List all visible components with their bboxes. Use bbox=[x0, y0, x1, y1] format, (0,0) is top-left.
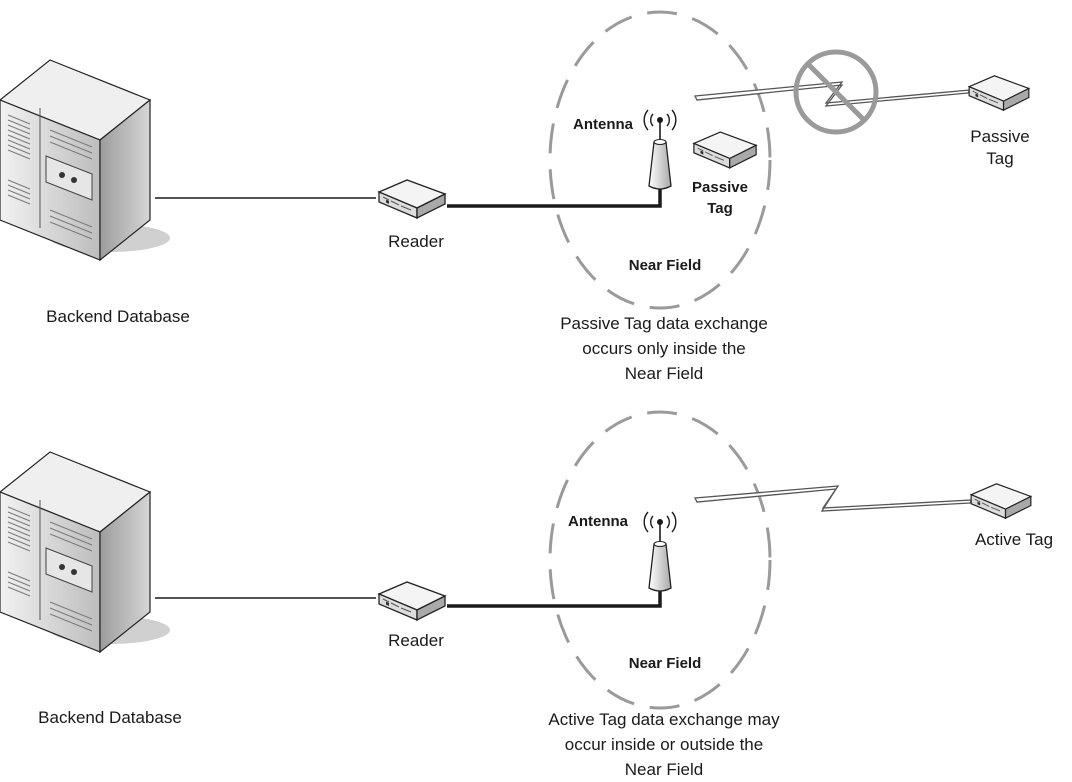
top-outer-passive-tag-icon bbox=[968, 75, 1030, 111]
bottom-database-label: Backend Database bbox=[38, 708, 182, 727]
bottom-signal-bolt-icon bbox=[693, 485, 974, 512]
top-caption-line2: occurs only inside the bbox=[582, 339, 745, 358]
top-database-label: Backend Database bbox=[46, 307, 190, 326]
bottom-caption-line3: Near Field bbox=[625, 760, 703, 779]
top-antenna-label: Antenna bbox=[573, 116, 634, 133]
bottom-antenna-label: Antenna bbox=[568, 513, 629, 530]
bottom-panel: Backend Database Reader Antenna Near Fie… bbox=[0, 410, 1053, 779]
top-inner-tag-label-line2: Tag bbox=[707, 200, 733, 217]
top-outer-tag-label-line1: Passive bbox=[970, 127, 1030, 146]
bottom-near-field-boundary bbox=[548, 410, 772, 710]
top-reader-label: Reader bbox=[388, 232, 444, 251]
top-caption-line3: Near Field bbox=[625, 364, 703, 383]
backend-database-server-icon bbox=[0, 451, 171, 653]
top-panel: Backend Database Reader Antenna Passive … bbox=[0, 10, 1030, 383]
bottom-antenna-icon bbox=[643, 511, 677, 592]
top-signal-bolt-icon bbox=[693, 81, 972, 107]
top-outer-tag-label-line2: Tag bbox=[986, 149, 1013, 168]
backend-database-server-icon bbox=[0, 59, 171, 261]
top-inner-passive-tag-icon bbox=[693, 131, 757, 169]
top-reader-icon bbox=[378, 179, 446, 219]
bottom-active-tag-label: Active Tag bbox=[975, 530, 1053, 549]
bottom-reader-icon bbox=[378, 581, 446, 621]
bottom-near-field-label: Near Field bbox=[629, 655, 702, 672]
bottom-caption-line2: occur inside or outside the bbox=[565, 735, 763, 754]
top-antenna-icon bbox=[643, 109, 677, 190]
bottom-caption-line1: Active Tag data exchange may bbox=[548, 710, 780, 729]
top-near-field-boundary bbox=[548, 10, 772, 310]
top-inner-tag-label-line1: Passive bbox=[692, 179, 748, 196]
top-no-entry-icon bbox=[793, 49, 879, 135]
bottom-reader-label: Reader bbox=[388, 631, 444, 650]
top-caption-line1: Passive Tag data exchange bbox=[560, 314, 768, 333]
top-near-field-label: Near Field bbox=[629, 257, 702, 274]
bottom-active-tag-icon bbox=[970, 483, 1032, 519]
